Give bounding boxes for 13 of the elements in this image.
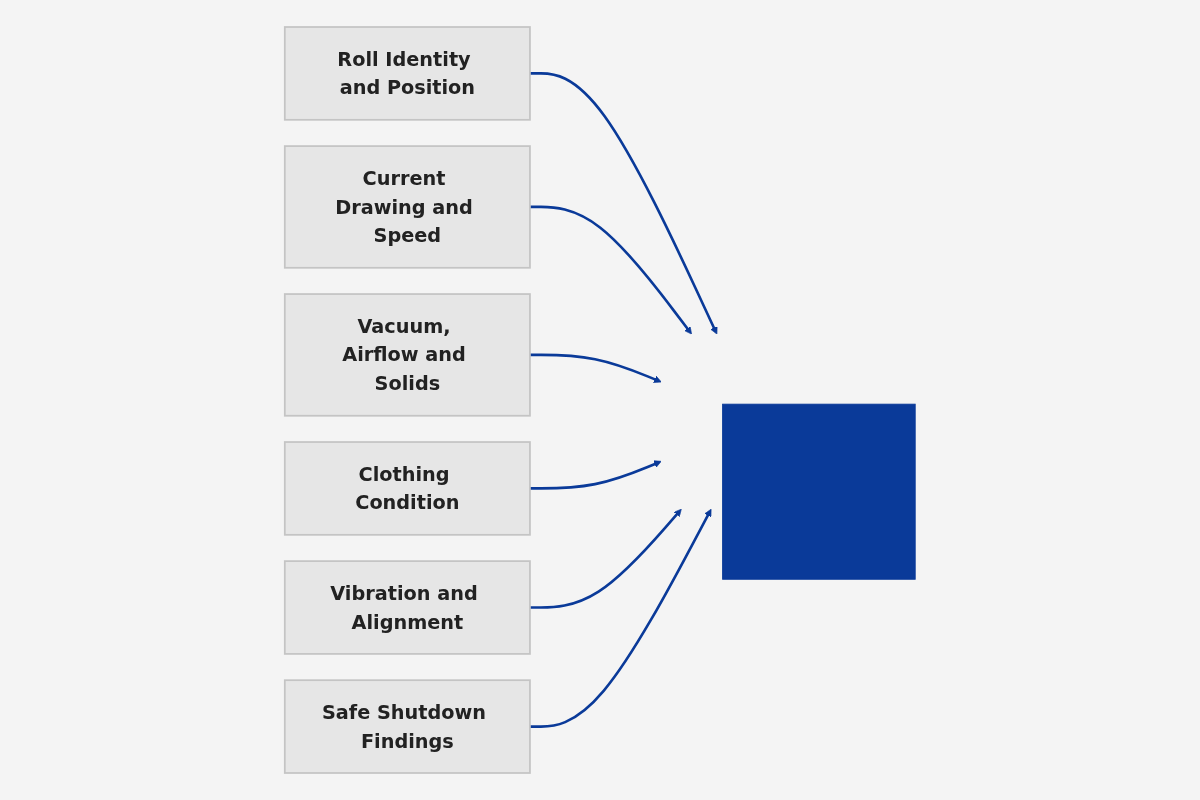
arrow: [529, 508, 682, 609]
node-box: Vacuum, Airflow and Solids: [283, 293, 531, 417]
arrow: [529, 205, 692, 335]
arrow: [529, 460, 662, 490]
node-box: Vibration and Alignment: [283, 560, 531, 655]
node-folder: [722, 403, 916, 580]
node-box: Clothing Condition: [283, 441, 531, 536]
arrow: [529, 72, 718, 335]
node-box: Safe Shutdown Findings: [283, 679, 531, 774]
node-box: Roll Identity and Position: [283, 26, 531, 121]
arrow: [529, 353, 662, 383]
node-box: Current Drawing and Speed: [283, 145, 531, 269]
arrow: [529, 508, 712, 728]
